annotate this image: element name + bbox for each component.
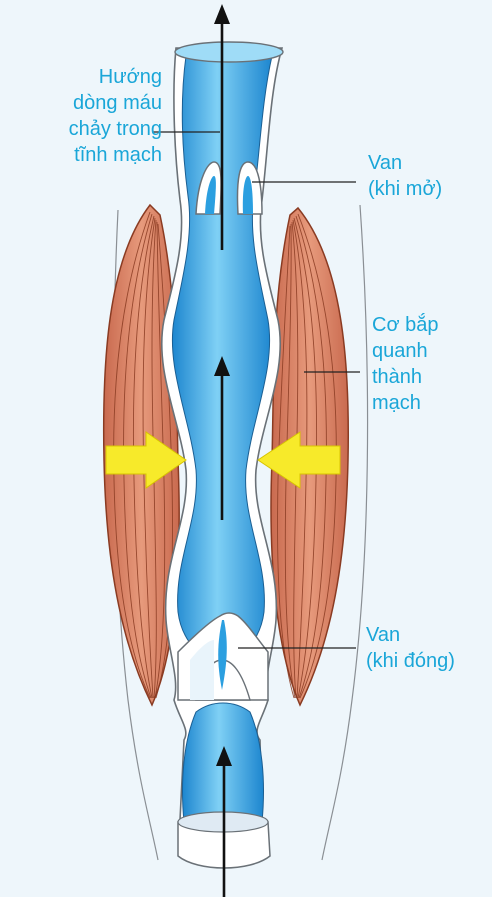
valve-closed-label: Van (khi đóng) — [366, 622, 490, 674]
flow-direction-label: Hướng dòng máu chảy trong tĩnh mạch — [44, 64, 162, 168]
arrow-up-icon — [214, 4, 230, 24]
muscle-label: Cơ bắp quanh thành mạch — [372, 312, 482, 416]
valve-open-label: Van (khi mở) — [368, 150, 478, 202]
vein-top-rim — [175, 42, 283, 62]
